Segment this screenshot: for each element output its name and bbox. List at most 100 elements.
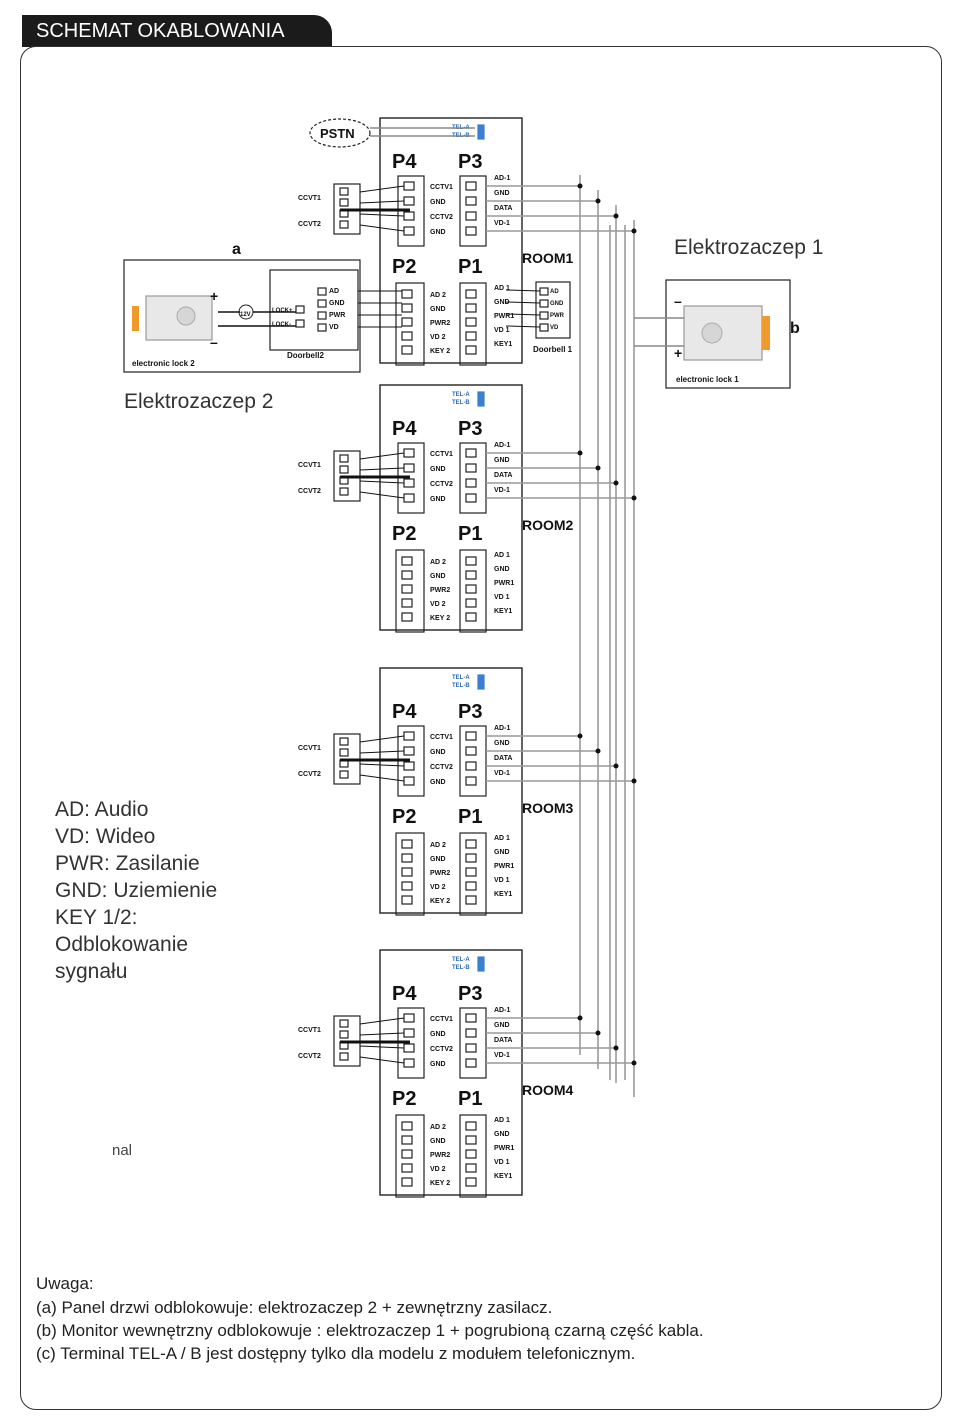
port-p2-connector <box>395 282 425 366</box>
tel-a-label: TEL-A <box>452 957 470 963</box>
port-p1-connector <box>459 1114 487 1198</box>
pin-label: GND <box>430 199 446 206</box>
pin-label: GND <box>430 306 446 313</box>
pin-square <box>403 761 415 771</box>
lock2-minus: – <box>210 334 218 350</box>
pin-label: AD-1 <box>494 725 510 732</box>
pin-square <box>401 839 413 849</box>
room-label: ROOM2 <box>522 517 574 533</box>
pin-label: GND <box>430 229 446 236</box>
ccvt-wire <box>359 480 405 484</box>
section-header: SCHEMAT OKABLOWANIA <box>22 15 332 47</box>
pin-label: CCTV2 <box>430 214 453 221</box>
pin-label: AD-1 <box>494 1007 510 1014</box>
port-p2-label: P2 <box>392 1088 416 1110</box>
lock2-title: Elektrozaczep 2 <box>124 390 274 413</box>
port-p4-label: P4 <box>392 418 417 440</box>
ccvt-wire <box>359 774 405 782</box>
pin-label: VD <box>329 324 339 331</box>
pin-label: PWR1 <box>494 863 514 870</box>
pin-square <box>465 303 477 313</box>
pin-square <box>401 1135 413 1145</box>
lock-warning-mark <box>132 306 139 331</box>
legend-line-4: GND: Uziemienie <box>55 879 218 902</box>
pin-square <box>339 187 349 196</box>
pin-label: GND <box>494 740 510 747</box>
electronic-lock-1 <box>683 305 763 361</box>
fragment-label: nal <box>112 1142 133 1159</box>
pin-square <box>401 289 413 299</box>
pin-square <box>401 317 413 327</box>
pin-label: AD-1 <box>494 175 510 182</box>
pin-label: GND <box>430 573 446 580</box>
legend-line-2: VD: Wideo <box>55 825 156 848</box>
room-panel <box>379 384 523 631</box>
pin-square <box>339 737 349 746</box>
pin-square <box>465 839 477 849</box>
pin-label: PWR2 <box>430 320 450 327</box>
pin-square <box>403 181 415 191</box>
port-p1-connector <box>459 282 487 366</box>
pin-square <box>403 478 415 488</box>
pin-label: VD 1 <box>494 1159 510 1166</box>
pin-label: VD-1 <box>494 220 510 227</box>
pin-square <box>401 853 413 863</box>
junction-dot <box>613 213 619 219</box>
notes-title: Uwaga: <box>36 1274 94 1293</box>
pin-label: GND <box>494 299 510 306</box>
ccvt-wire <box>359 200 405 204</box>
tel-b-label: TEL-B <box>452 400 470 406</box>
ccvt2-label: CCVT2 <box>298 771 321 778</box>
pin-square <box>465 746 477 756</box>
pin-label: GND <box>430 779 446 786</box>
pin-label: CCTV2 <box>430 481 453 488</box>
content-frame <box>20 46 942 1410</box>
ccvt1-label: CCVT1 <box>298 745 321 752</box>
pin-square <box>465 1013 477 1023</box>
pin-square <box>339 1019 349 1028</box>
pin-square <box>339 487 349 496</box>
lock-cylinder <box>176 306 196 326</box>
pin-label: AD 1 <box>494 552 510 559</box>
lock-1-label: electronic lock 1 <box>676 375 739 384</box>
tel-terminal <box>477 956 485 972</box>
pin-label: CCTV1 <box>430 184 453 191</box>
pin-square <box>465 289 477 299</box>
pin-square <box>465 1043 477 1053</box>
pin-label: AD <box>550 289 559 295</box>
pin-square <box>539 299 549 308</box>
ccvt1-label: CCVT1 <box>298 1027 321 1034</box>
pin-square <box>401 881 413 891</box>
pin-square <box>403 1028 415 1038</box>
pin-label: GND <box>494 1131 510 1138</box>
pin-square <box>465 196 477 206</box>
pin-label: KEY1 <box>494 341 512 348</box>
junction-dot <box>595 465 601 471</box>
pin-square <box>401 331 413 341</box>
lock1-title: Elektrozaczep 1 <box>674 236 824 259</box>
port-p2-connector <box>395 1114 425 1198</box>
port-p3-label: P3 <box>458 983 482 1005</box>
ccvt-wire <box>359 1056 405 1064</box>
pin-label: VD <box>550 325 559 331</box>
lock1-region <box>665 279 791 389</box>
pin-label: VD 1 <box>494 594 510 601</box>
note-b: (b) Monitor wewnętrzny odblokowuje : ele… <box>36 1321 704 1340</box>
pin-square <box>539 311 549 320</box>
pin-label: PWR1 <box>494 1145 514 1152</box>
junction-dot <box>631 495 637 501</box>
junction-dot <box>595 748 601 754</box>
pin-square <box>465 1163 477 1173</box>
pin-square <box>403 211 415 221</box>
port-p3-label: P3 <box>458 701 482 723</box>
pin-label: KEY 2 <box>430 615 450 622</box>
port-p2-label: P2 <box>392 523 416 545</box>
pin-square <box>401 556 413 566</box>
pin-square <box>317 323 327 332</box>
pin-square <box>465 448 477 458</box>
pin-square <box>465 1135 477 1145</box>
port-p3-label: P3 <box>458 418 482 440</box>
junction-dot <box>613 1045 619 1051</box>
room-panel <box>379 667 523 914</box>
pin-label: CCTV1 <box>430 451 453 458</box>
